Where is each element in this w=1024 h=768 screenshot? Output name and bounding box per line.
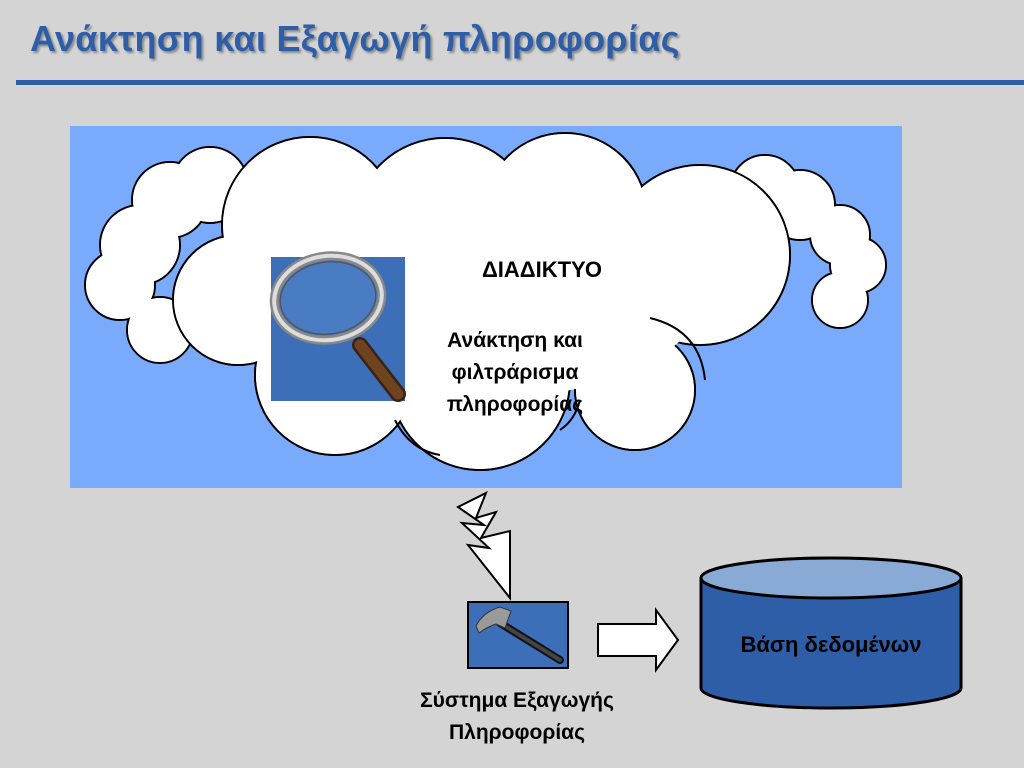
flow-arrow (597, 606, 680, 674)
title-underline (16, 80, 1024, 85)
hammer-icon (467, 601, 569, 669)
extraction-system-label: Σύστημα Εξαγωγής Πληροφορίας (420, 689, 614, 744)
internet-cloud (84, 132, 887, 471)
database-cylinder (699, 556, 963, 710)
magnifier-icon (269, 251, 406, 402)
lightning-bolt-icon (456, 490, 511, 601)
internet-label: ΔΙΑΔΙΚΤΥΟ (482, 257, 602, 282)
extraction-line: Σύστημα Εξαγωγής (420, 689, 614, 712)
slide-title: Ανάκτηση και Εξαγωγή πληροφορίας (30, 18, 680, 59)
retrieval-line: πληροφορίας (447, 393, 583, 416)
retrieval-line: Ανάκτηση και (447, 329, 583, 352)
retrieval-line: φιλτράρισμα (452, 361, 579, 384)
retrieval-text: Ανάκτηση και φιλτράρισμα πληροφορίας (447, 329, 583, 416)
database-label: Βάση δεδομένων (740, 632, 921, 657)
extraction-line: Πληροφορίας (449, 721, 585, 744)
